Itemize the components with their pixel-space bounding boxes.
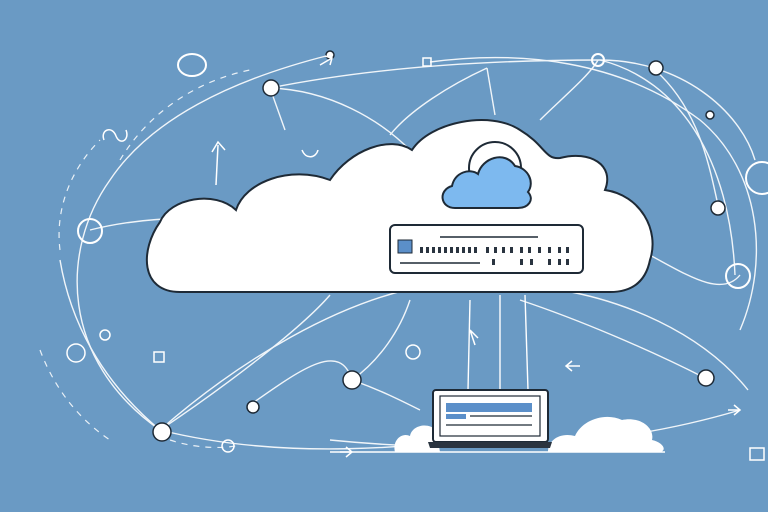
squiggle-icon [102,129,128,142]
server-rack-icon [389,224,584,274]
network-node-icon [591,53,605,67]
network-node-icon [710,200,726,216]
network-node-icon [66,343,86,363]
network-node-icon [177,53,207,77]
decorative-icons [99,55,765,461]
network-node-icon [705,110,715,120]
upload-lines [467,294,529,391]
arrow-icon [211,140,226,186]
network-node-icon [262,79,280,97]
network-node-icon [246,400,260,414]
small-square-icon [749,447,765,461]
network-node-icon [152,422,172,442]
network-node-icon [725,263,751,289]
small-square-icon [153,351,165,363]
gear-icon [99,329,111,341]
arrow-icon [319,55,333,66]
network-node-icon [77,218,103,244]
arrow-icon [564,360,580,372]
network-node-icon [648,60,664,76]
arrow-icon [728,404,742,416]
network-nodes [66,50,768,453]
dashed-curves [39,69,251,449]
network-node-icon [342,370,362,390]
bottom-cloud-right [548,416,664,452]
arrow-icon [469,329,479,346]
squiggle-icon [301,149,319,158]
small-square-icon [422,57,432,67]
laptop-icon [428,389,552,448]
bottom-cloud-left [394,425,440,452]
arrow-icon [340,446,354,458]
gear-icon [405,344,421,360]
cloud-icon [441,141,532,209]
network-node-icon [697,369,715,387]
network-node-icon [745,161,768,195]
network-node-icon [221,439,235,453]
